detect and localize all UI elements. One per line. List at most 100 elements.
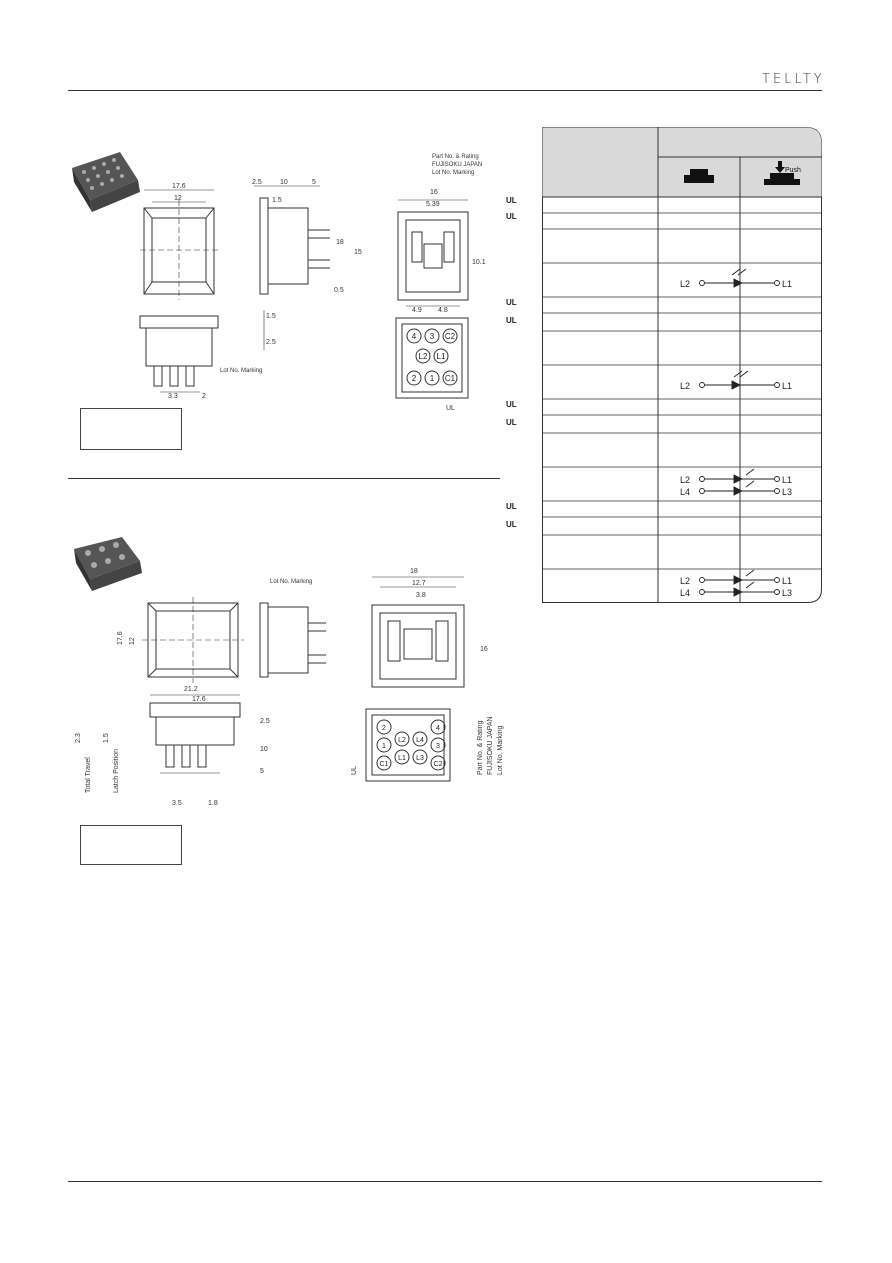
svg-text:1.5: 1.5	[266, 313, 276, 320]
svg-text:Lot No. Marking: Lot No. Marking	[220, 368, 262, 374]
ul-icon: UL	[506, 502, 517, 511]
svg-text:L2: L2	[680, 475, 690, 485]
part-number-box-2	[80, 825, 182, 865]
svg-text:Part No. & Rating: Part No. & Rating	[432, 154, 479, 160]
svg-text:10: 10	[280, 179, 288, 186]
svg-text:2.5: 2.5	[252, 179, 262, 186]
ul-icon: UL	[506, 400, 517, 409]
svg-text:1.5: 1.5	[103, 733, 110, 743]
switch-push-icon	[764, 161, 800, 185]
svg-text:1.5: 1.5	[272, 197, 282, 204]
ul-icon: UL	[506, 298, 517, 307]
svg-text:0.5: 0.5	[334, 287, 344, 294]
svg-text:L2: L2	[680, 279, 690, 289]
svg-text:2.5: 2.5	[260, 718, 270, 725]
svg-text:L1: L1	[782, 576, 792, 586]
svg-text:4: 4	[436, 725, 440, 732]
svg-text:L1: L1	[782, 475, 792, 485]
ul-icon: UL	[506, 316, 517, 325]
svg-text:Latch Position: Latch Position	[113, 749, 120, 793]
svg-text:4.8: 4.8	[438, 307, 448, 314]
section-divider	[68, 478, 500, 479]
ul-icon: UL	[506, 196, 517, 205]
svg-text:L3: L3	[782, 487, 792, 497]
switch-up-icon	[684, 169, 714, 183]
circuit-diagram-4	[699, 569, 780, 597]
svg-text:12: 12	[174, 195, 182, 202]
svg-text:12: 12	[129, 637, 136, 645]
svg-text:2: 2	[412, 374, 417, 383]
svg-text:L2: L2	[680, 576, 690, 586]
svg-text:FUJISOKU JAPAN: FUJISOKU JAPAN	[487, 716, 494, 775]
svg-text:15: 15	[354, 249, 362, 256]
svg-text:1: 1	[382, 743, 386, 750]
svg-text:5: 5	[260, 768, 264, 775]
svg-text:5: 5	[312, 179, 316, 186]
svg-text:UL: UL	[446, 405, 455, 412]
svg-text:1: 1	[430, 374, 435, 383]
svg-text:16: 16	[480, 646, 488, 653]
svg-text:FUJISOKU JAPAN: FUJISOKU JAPAN	[432, 162, 482, 168]
svg-text:C1: C1	[380, 761, 389, 768]
svg-text:L2: L2	[419, 352, 428, 361]
svg-text:L2: L2	[398, 737, 406, 744]
header-rule	[68, 90, 822, 91]
section2-drawing: 17.6 12 Lot No. Marking 21.2 17.6 3.5 1.…	[74, 537, 504, 807]
product-photo-2	[74, 537, 142, 591]
svg-text:UL: UL	[351, 766, 358, 775]
svg-text:Lot No. Marking: Lot No. Marking	[432, 170, 474, 176]
svg-text:21.2: 21.2	[184, 686, 198, 693]
svg-text:18: 18	[410, 568, 418, 575]
svg-text:16: 16	[430, 189, 438, 196]
svg-text:C2: C2	[445, 332, 456, 341]
ul-icon: UL	[506, 418, 517, 427]
svg-text:10: 10	[260, 746, 268, 753]
svg-text:C1: C1	[445, 374, 456, 383]
ul-icon: UL	[506, 212, 517, 221]
svg-text:18: 18	[336, 239, 344, 246]
circuit-diagram-2	[699, 370, 780, 390]
svg-text:L1: L1	[398, 755, 406, 762]
ul-marks-column: UL UL UL UL UL UL UL UL	[506, 0, 542, 600]
svg-text:L3: L3	[416, 755, 424, 762]
svg-text:2: 2	[382, 725, 386, 732]
svg-text:Lot No. Marking: Lot No. Marking	[270, 579, 312, 585]
svg-text:Lot No. Marking: Lot No. Marking	[497, 725, 504, 775]
svg-text:3.8: 3.8	[416, 592, 426, 599]
circuit-diagram-1	[699, 268, 780, 288]
ul-icon: UL	[506, 520, 517, 529]
svg-text:2.5: 2.5	[266, 339, 276, 346]
svg-text:17.6: 17.6	[117, 631, 124, 645]
footer-rule	[68, 1181, 822, 1182]
svg-text:L1: L1	[782, 279, 792, 289]
part-number-box-1	[80, 408, 182, 450]
svg-text:10.1: 10.1	[472, 259, 486, 266]
svg-text:L3: L3	[782, 588, 792, 598]
svg-text:L4: L4	[680, 487, 690, 497]
svg-text:C2: C2	[434, 761, 443, 768]
brand-logo: TELLTY	[762, 72, 825, 87]
svg-text:Total Travel: Total Travel	[85, 757, 92, 793]
svg-text:17.6: 17.6	[172, 183, 186, 190]
spec-table: Push L2 L1 L2 L1	[542, 127, 822, 603]
svg-text:12.7: 12.7	[412, 580, 426, 587]
svg-text:17.6: 17.6	[192, 696, 206, 703]
svg-text:5.39: 5.39	[426, 201, 440, 208]
svg-text:4.9: 4.9	[412, 307, 422, 314]
product-photo-1	[72, 152, 140, 212]
circuit-diagram-3	[699, 468, 780, 496]
section1-drawing: 17.6 12 3.3 2 2.5 10 5 1.5 18 15 0.5 1.5…	[72, 152, 486, 412]
svg-text:1.8: 1.8	[208, 800, 218, 807]
svg-text:L4: L4	[680, 588, 690, 598]
svg-text:Push: Push	[785, 167, 801, 174]
svg-text:L1: L1	[782, 381, 792, 391]
svg-text:3.5: 3.5	[172, 800, 182, 807]
svg-text:4: 4	[412, 332, 417, 341]
svg-text:3: 3	[430, 332, 435, 341]
svg-text:2.3: 2.3	[75, 733, 82, 743]
svg-text:3: 3	[436, 743, 440, 750]
svg-text:L1: L1	[437, 352, 446, 361]
svg-text:2: 2	[202, 393, 206, 400]
svg-text:3.3: 3.3	[168, 393, 178, 400]
svg-text:L4: L4	[416, 737, 424, 744]
